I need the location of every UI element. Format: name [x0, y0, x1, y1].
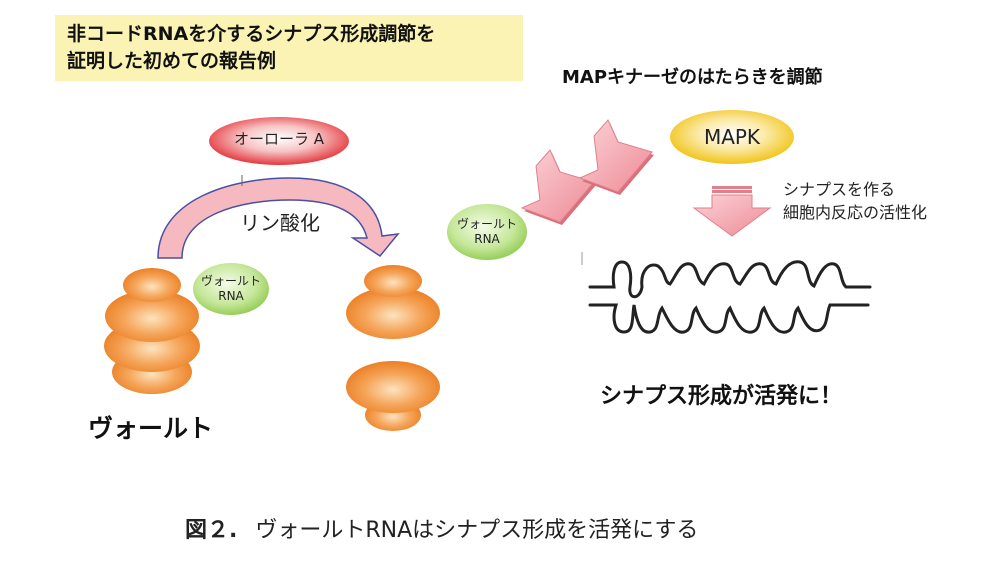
effect-label-line-2: 細胞内反応の活性化 — [783, 203, 928, 222]
signal-arrow-1 — [520, 149, 596, 225]
regulation-heading: MAPキナーゼのはたらきを調節 — [562, 67, 823, 88]
vault-rna-middle-label: ヴォールト RNA — [447, 217, 527, 247]
activation-arrow — [692, 186, 772, 237]
vault-particle-right — [346, 265, 440, 431]
vault-rna-left-label-line-2: RNA — [218, 289, 244, 303]
result-label: シナプス形成が活発に！ — [600, 384, 843, 409]
effect-label-line-1: シナプスを作る — [783, 180, 896, 199]
vault-rna-left — [193, 263, 269, 315]
heading-box: 非コードRNAを介するシナプス形成調節を 証明した初めての報告例 — [55, 15, 523, 81]
synapse-illustration — [588, 260, 872, 334]
heading-line-1: 非コードRNAを介するシナプス形成調節を — [67, 23, 436, 45]
caption-text: ヴォールトRNAはシナプス形成を活発にする — [255, 518, 699, 543]
phosphorylation-label: リン酸化 — [240, 211, 320, 235]
vault-particle-left — [104, 268, 200, 394]
figure-caption: 図２. ヴォールトRNAはシナプス形成を活発にする — [185, 512, 698, 544]
effect-label: シナプスを作る 細胞内反応の活性化 — [783, 178, 927, 224]
figure-number: 図２. — [185, 518, 238, 543]
vault-rna-middle — [447, 204, 527, 260]
aurora-a-kinase — [209, 117, 349, 165]
vault-rna-left-label-line-1: ヴォールト — [200, 274, 261, 288]
mapk-kinase — [670, 110, 794, 164]
signal-arrow-2 — [578, 119, 654, 195]
phosphorylation-arrow — [157, 177, 400, 259]
vault-rna-middle-label-line-2: RNA — [474, 232, 500, 246]
mapk-label: MAPK — [703, 125, 761, 149]
kinase-label: オーローラ A — [233, 130, 325, 148]
vault-rna-left-label: ヴォールト RNA — [193, 274, 269, 304]
vault-rna-middle-label-line-1: ヴォールト — [456, 217, 517, 231]
vault-particle-label: ヴォールト — [88, 414, 214, 443]
heading-line-2: 証明した初めての報告例 — [67, 50, 277, 72]
